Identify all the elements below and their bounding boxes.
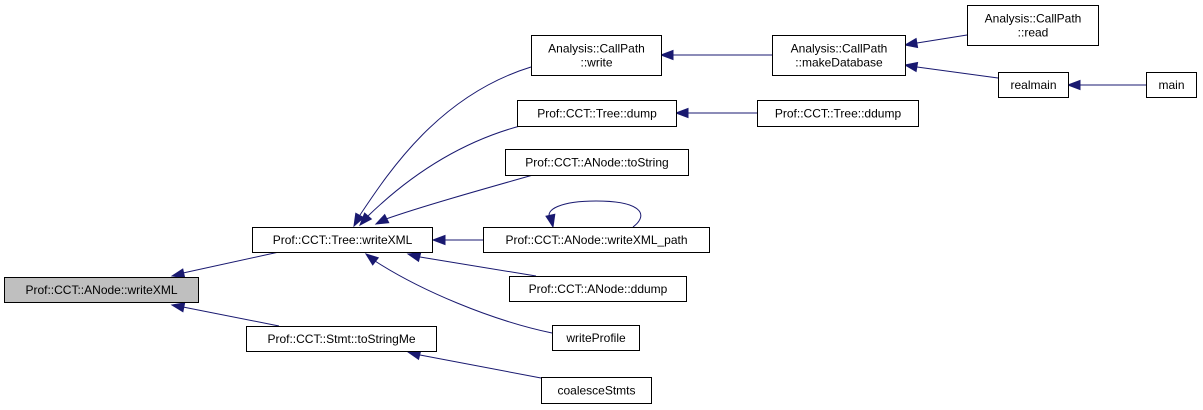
edge-line	[419, 354, 542, 379]
node-box[interactable]	[552, 325, 640, 351]
node-label: ::makeDatabase	[795, 56, 883, 70]
arrowhead-icon	[406, 251, 422, 263]
node-box[interactable]	[772, 35, 906, 76]
node-tree-ddump[interactable]: Prof::CCT::Tree::ddump	[757, 100, 919, 127]
node-box[interactable]	[757, 100, 919, 127]
node-label: ::read	[1018, 26, 1049, 40]
edge-line	[359, 66, 532, 216]
arrowhead-icon	[359, 212, 373, 227]
node-callpath-write[interactable]: Analysis::CallPath::write	[531, 35, 662, 76]
edge-anode_tostring-to-tree_writexml	[374, 174, 534, 225]
node-stmt-tostringme[interactable]: Prof::CCT::Stmt::toStringMe	[246, 326, 437, 352]
node-label: main	[1158, 78, 1184, 92]
node-anode-writexml-path[interactable]: Prof::CCT::ANode::writeXML_path	[483, 227, 710, 253]
node-label: Prof::CCT::Stmt::toStringMe	[267, 332, 415, 346]
node-box[interactable]	[505, 149, 689, 176]
node-main[interactable]: main	[1146, 72, 1197, 98]
edge-writeprofile-to-tree_writexml	[364, 253, 553, 334]
arrowhead-icon	[903, 37, 919, 49]
node-label: writeProfile	[565, 331, 626, 345]
node-callpath-read[interactable]: Analysis::CallPath::read	[967, 5, 1099, 46]
node-label: Prof::CCT::ANode::ddump	[529, 282, 668, 296]
edge-line	[419, 256, 537, 277]
node-label: Analysis::CallPath	[985, 12, 1082, 26]
node-label: Prof::CCT::Tree::writeXML	[273, 233, 413, 247]
arrowhead-icon	[674, 107, 689, 119]
arrowhead-icon	[659, 49, 674, 61]
node-label: Prof::CCT::Tree::ddump	[775, 107, 902, 121]
node-label: Analysis::CallPath	[548, 42, 645, 56]
edge-callpath_read-to-callpath_makedatabase	[903, 34, 968, 49]
edge-anode_writexml_path-to-tree_writexml	[431, 234, 483, 246]
edge-line	[916, 66, 999, 79]
edge-callpath_makedatabase-to-callpath_write	[659, 49, 772, 61]
edge-tree_ddump-to-tree_dump	[674, 107, 757, 119]
edge-line	[182, 306, 280, 327]
node-label: ::write	[580, 56, 612, 70]
node-label: Prof::CCT::ANode::writeXML_path	[505, 233, 687, 247]
edge-line	[374, 260, 553, 334]
edge-tree_dump-to-tree_writexml	[359, 125, 521, 227]
node-label: coalesceStmts	[557, 384, 635, 398]
node-label: realmain	[1010, 78, 1056, 92]
node-realmain[interactable]: realmain	[998, 72, 1069, 98]
edge-anode_writexml_path-to-anode_writexml_path	[545, 200, 642, 229]
node-box[interactable]	[998, 72, 1069, 98]
node-label: Prof::CCT::ANode::toString	[525, 156, 668, 170]
node-tree-writexml[interactable]: Prof::CCT::Tree::writeXML	[252, 227, 433, 253]
node-writeprofile[interactable]: writeProfile	[552, 325, 640, 351]
edge-line	[367, 125, 521, 217]
arrowhead-icon	[364, 253, 380, 266]
arrowhead-icon	[170, 268, 186, 279]
edge-line	[916, 34, 968, 44]
arrowhead-icon	[431, 234, 446, 246]
edge-callpath_write-to-tree_writexml	[353, 66, 532, 228]
node-box[interactable]	[531, 35, 662, 76]
node-label: Prof::CCT::Tree::dump	[537, 107, 657, 121]
edge-main-to-realmain	[1066, 79, 1146, 91]
node-callpath-makedatabase[interactable]: Analysis::CallPath::makeDatabase	[772, 35, 906, 76]
node-box[interactable]	[483, 227, 710, 253]
arrowhead-icon	[170, 302, 186, 313]
node-anode-ddump[interactable]: Prof::CCT::ANode::ddump	[509, 276, 687, 302]
node-coalescestmts[interactable]: coalesceStmts	[541, 377, 652, 404]
node-anode-tostring[interactable]: Prof::CCT::ANode::toString	[505, 149, 689, 176]
node-box[interactable]	[509, 276, 687, 302]
edge-coalescestmts-to-stmt_tostringme	[406, 349, 542, 379]
edge-line	[182, 251, 280, 274]
arrowhead-icon	[1066, 79, 1081, 91]
edges-layer	[170, 34, 1146, 379]
arrowhead-icon	[903, 61, 919, 73]
nodes-layer: Prof::CCT::ANode::writeXML Prof::CCT::Tre…	[4, 5, 1197, 404]
edge-realmain-to-callpath_makedatabase	[903, 61, 999, 79]
arrowhead-icon	[374, 213, 390, 225]
node-anode-writexml[interactable]: Prof::CCT::ANode::writeXML	[4, 277, 199, 303]
edge-line	[385, 174, 534, 220]
edge-anode_ddump-to-tree_writexml	[406, 251, 537, 277]
node-label: Prof::CCT::ANode::writeXML	[25, 283, 177, 297]
node-box[interactable]	[4, 277, 199, 303]
node-box[interactable]	[967, 5, 1099, 46]
edge-line	[548, 200, 642, 228]
arrowhead-icon	[545, 213, 556, 229]
node-box[interactable]	[1146, 72, 1197, 98]
edge-tree_writexml-to-anode_writexml	[170, 251, 280, 279]
node-box[interactable]	[252, 227, 433, 253]
node-tree-dump[interactable]: Prof::CCT::Tree::dump	[517, 100, 677, 127]
node-box[interactable]	[541, 377, 652, 404]
node-box[interactable]	[517, 100, 677, 127]
edge-stmt_tostringme-to-anode_writexml	[170, 302, 280, 327]
node-label: Analysis::CallPath	[791, 42, 888, 56]
node-box[interactable]	[246, 326, 437, 352]
arrowhead-icon	[353, 212, 365, 228]
